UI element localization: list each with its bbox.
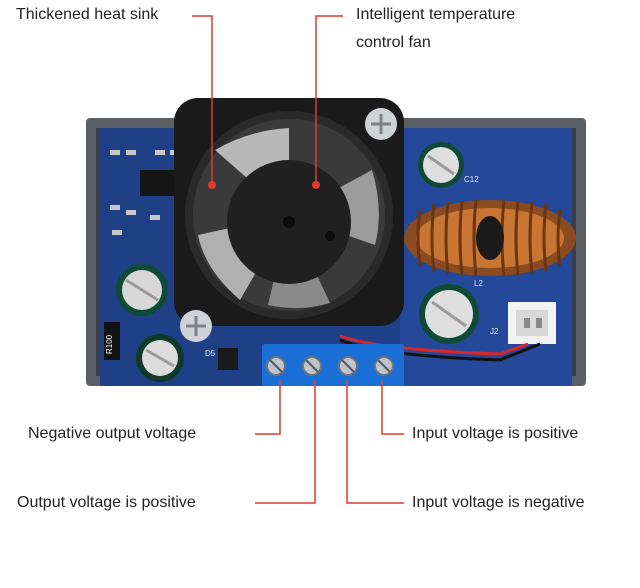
- capacitor-c12-label: C12: [464, 175, 479, 184]
- resistor-code-text: R100: [105, 334, 114, 354]
- capacitor-left-top: [116, 264, 168, 316]
- label-fan-line1: Intelligent temperature: [356, 6, 516, 23]
- callout-fan: [315, 15, 343, 185]
- fan-wire-black: [339, 338, 541, 362]
- diode-d5-label: D5: [205, 349, 216, 358]
- connector-j2-label: J2: [490, 327, 499, 336]
- callout-heat-sink: [192, 15, 213, 185]
- inductor-coil: [404, 199, 576, 277]
- fan-wires: [339, 334, 529, 356]
- fan-connector-j2: [508, 302, 556, 344]
- callout-dots: [208, 181, 320, 189]
- label-output-voltage-positive: Output voltage is positive: [17, 494, 196, 511]
- capacitor-c12: [418, 142, 464, 188]
- resistor: [104, 322, 120, 360]
- label-input-voltage-negative: Input voltage is negative: [412, 494, 585, 511]
- terminal-block: [262, 344, 404, 386]
- label-negative-output-voltage: Negative output voltage: [28, 425, 197, 442]
- cooling-fan: [174, 98, 404, 326]
- callout-neg-input: [346, 380, 404, 504]
- callout-pos-output: [255, 380, 316, 504]
- screw-bottom-left: [180, 310, 212, 342]
- screw-top-right: [365, 108, 397, 140]
- capacitor-left-bottom: [136, 334, 184, 382]
- label-heat-sink: Thickened heat sink: [16, 6, 159, 23]
- callout-neg-output: [255, 380, 281, 435]
- capacitor-right: [419, 284, 479, 344]
- diode-d5: [218, 348, 238, 370]
- inductor-l2-label: L2: [474, 279, 483, 288]
- ic-chip: [140, 170, 174, 196]
- label-input-voltage-positive: Input voltage is positive: [412, 425, 579, 442]
- callout-pos-input: [381, 380, 404, 435]
- callout-lines: [192, 15, 404, 504]
- label-fan-line2: control fan: [356, 34, 431, 51]
